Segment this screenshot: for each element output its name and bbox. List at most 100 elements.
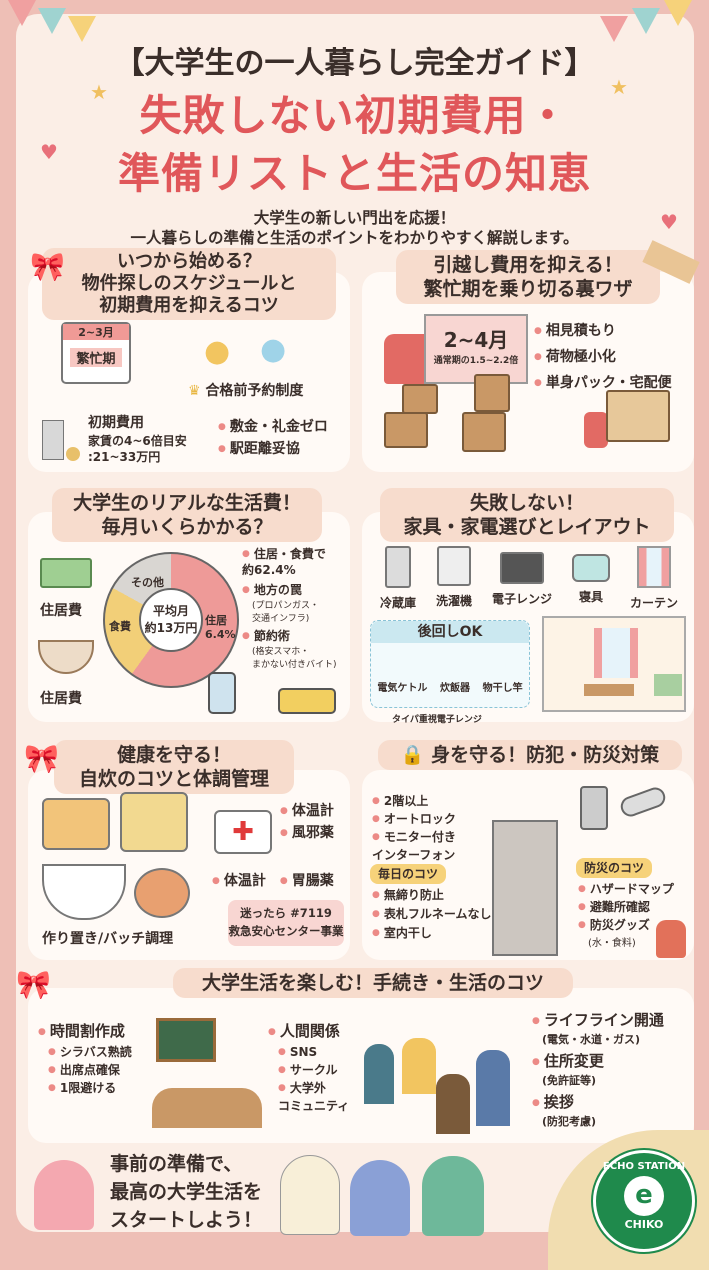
curtain-icon	[636, 546, 671, 588]
rice-bowl-icon	[42, 864, 126, 920]
initial-cost-line1: 家賃の4~6倍目安	[88, 434, 187, 448]
appliance-label: 冷蔵庫	[379, 596, 416, 610]
box-icon	[384, 412, 428, 448]
bullet-note: (格安スマホ・ まかない付きバイト)	[252, 647, 337, 670]
bento-icon	[120, 792, 188, 852]
bunting-flag	[8, 0, 36, 26]
calendar-label: 繁忙期	[70, 348, 122, 367]
main-title-line2: 準備リストと生活の知恵	[117, 149, 591, 198]
reserve-label: 合格前予約制度	[205, 383, 304, 399]
bullet-item: 荷物極小化	[534, 344, 672, 370]
ribbon-icon: 🎀	[16, 968, 51, 1001]
box-icon	[474, 374, 510, 412]
money-icon	[40, 558, 92, 588]
appliance-label: 寝具	[578, 590, 603, 604]
section-living-cost: 大学生のリアルな生活費！ 毎月いくらかかる？ 住居費 住居費 平均月 約13万円…	[28, 488, 352, 722]
bunting-flag	[632, 8, 660, 34]
daily-tips-title: 毎日のコツ	[370, 864, 447, 884]
meal-container-icon	[42, 798, 110, 850]
bullet-note: (水・食料)	[588, 938, 636, 949]
bullet-note: (プロパンガス・ 交通インフラ)	[252, 601, 319, 624]
microwave-note: タイパ重視電子レンジ	[392, 715, 482, 725]
coin-icon	[66, 447, 80, 461]
microwave-icon	[499, 552, 544, 584]
bullet-item: 防災グッズ	[578, 916, 674, 934]
bullet-item: サークル	[268, 1061, 349, 1079]
smartphone-icon	[208, 672, 236, 714]
closing-message: 事前の準備で、 最高の大学生活を スタートしよう！	[110, 1153, 263, 1231]
bullet-item: 2階以上	[372, 792, 456, 810]
bullet-item: 節約術	[242, 628, 352, 644]
students-talking-illustration	[358, 1024, 518, 1134]
later-ok-title: 後回しOK	[371, 621, 529, 643]
lock-icon: 🔒	[400, 744, 425, 766]
bunting-flag	[68, 16, 96, 42]
bullet-note: (電気・水道・ガス)	[542, 1033, 641, 1046]
later-item: 物干し竿	[482, 683, 523, 694]
bullet-item: SNS	[268, 1043, 349, 1061]
bullet-heading: 人間関係	[268, 1020, 349, 1043]
segment-other: その他	[131, 576, 164, 589]
echo-station-logo: ECHO STATION e CHIKO	[593, 1150, 695, 1252]
bullet-item: 体温計	[280, 800, 334, 822]
ribbon-icon: 🎀	[30, 250, 65, 283]
later-ok-box: 後回しOK 電気ケトル 炊飯器 物干し竿	[370, 620, 530, 708]
bullet-item: 無締り防止	[372, 886, 492, 905]
emergency-number-note: 迷ったら #7119 救急安心センター事業	[228, 900, 344, 946]
crown-icon: ♛	[188, 383, 201, 399]
bullet-item: モニター付き インターフォン	[372, 828, 456, 864]
student-illustration	[280, 1155, 340, 1235]
bullet-item: ハザードマップ	[578, 880, 674, 898]
section-title: 失敗しない！ 家具・家電選びとレイアウト	[380, 488, 674, 542]
section-title: いつから始める？ 物件探しのスケジュールと 初期費用を抑えるコツ	[42, 248, 336, 320]
appliance-microwave: 電子レンジ	[492, 546, 552, 611]
section-title: 大学生のリアルな生活費！ 毎月いくらかかる？	[52, 488, 322, 542]
logo-text-top: ECHO STATION	[602, 1161, 686, 1172]
bullet-item: 表札フルネームなし	[372, 905, 492, 924]
security-camera-icon	[617, 784, 669, 820]
section-title: 健康を守る！ 自炊のコツと体調管理	[54, 740, 294, 794]
first-aid-kit-icon: ✚	[214, 810, 272, 854]
donut-center-label: 平均月	[152, 604, 189, 618]
subtitle-line2: 一人暮らしの準備と生活のポイントをわかりやすく解説します。	[130, 229, 579, 247]
bullet-item: 風邪薬	[280, 822, 334, 844]
bullet-item: 駅距離妥協	[218, 438, 328, 460]
bullet-item: 体温計	[212, 870, 266, 892]
segment-housing: 住居 6.4%	[205, 614, 236, 641]
section-title: 身を守る！防犯・防災対策	[431, 744, 660, 766]
star-icon: ★	[610, 75, 628, 99]
appliance-curtain: カーテン	[630, 546, 678, 611]
section-title: 大学生活を楽しむ！手続き・生活のコツ	[173, 968, 573, 998]
soup-icon	[134, 868, 190, 918]
guide-label: 【大学生の一人暮らし完全ガイド】	[114, 46, 595, 81]
building-icon	[42, 420, 64, 460]
initial-cost-title: 初期費用	[88, 415, 144, 431]
washer-icon	[436, 546, 471, 586]
main-title-line1: 失敗しない初期費用・	[139, 91, 570, 140]
calendar-month: 2~3月	[63, 324, 129, 340]
appliance-label: 洗濯機	[435, 594, 472, 608]
bullet-item: 地方の罠	[242, 582, 352, 598]
ribbon-icon: 🎀	[24, 742, 59, 775]
appliance-list: 冷蔵庫 洗濯機 電子レンジ 寝具 カーテン	[370, 546, 688, 611]
calendar-icon: 2~3月 繁忙期	[61, 322, 131, 384]
logo-text-bottom: CHIKO	[624, 1218, 664, 1231]
room-layout-illustration	[542, 616, 686, 712]
section-schedule: いつから始める？ 物件探しのスケジュールと 初期費用を抑えるコツ 2~3月 繁忙…	[28, 248, 350, 472]
initial-cost-line2: :21~33万円	[88, 450, 161, 464]
bunting-flag	[600, 16, 628, 42]
backpack-icon	[656, 920, 686, 958]
heart-icon: ♥	[660, 210, 678, 234]
bullet-item: 大学外 コミュニティ	[268, 1079, 349, 1115]
disaster-tips-title: 防災のコツ	[576, 858, 653, 878]
segment-food: 食費	[109, 620, 131, 633]
truck-note: 通常期の1.5~2.2倍	[433, 356, 519, 366]
truck-month: 2~4月	[443, 328, 509, 352]
bullet-item: 相見積もり	[534, 318, 672, 344]
section-college-life: 大学生活を楽しむ！手続き・生活のコツ 時間割作成 シラバス熟読 出席点確保 1限…	[28, 968, 694, 1143]
subtitle-line1: 大学生の新しい門出を応援！	[253, 209, 456, 227]
appliance-label: 電子レンジ	[491, 592, 552, 606]
bird-icon: ●	[204, 334, 231, 369]
truck-icon: 2~4月 通常期の1.5~2.2倍	[424, 314, 528, 384]
bullet-heading: 挨拶	[532, 1092, 664, 1113]
